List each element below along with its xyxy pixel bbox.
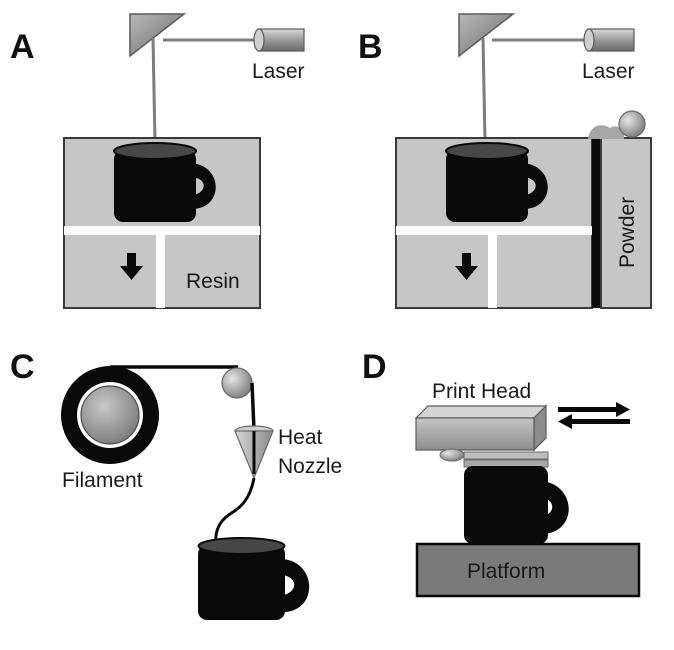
- panel-a-letter: A: [10, 28, 35, 66]
- powder-divider: [592, 138, 601, 308]
- panel-c-letter: C: [10, 348, 35, 386]
- panel-d: D Print Head Platform: [362, 348, 641, 598]
- panel-a: A Laser Resin: [10, 13, 305, 309]
- build-platform: [156, 234, 165, 308]
- laser-emitter-icon: [253, 28, 265, 52]
- guide-pulley-icon: [221, 367, 253, 399]
- mirror-icon: [458, 13, 516, 58]
- print-head-label: Print Head: [432, 380, 531, 403]
- build-platform: [488, 234, 497, 308]
- panel-b-letter: B: [358, 28, 383, 66]
- heat-nozzle-icon: [234, 425, 274, 480]
- roller-icon: [618, 110, 646, 138]
- panel-b: B Laser Powder: [358, 13, 652, 309]
- platform-label: Platform: [467, 560, 545, 583]
- right-arrow-icon: [558, 402, 630, 417]
- panel-d-letter: D: [362, 348, 387, 386]
- mug-icon: [113, 142, 216, 222]
- down-arrow-icon: [120, 253, 143, 280]
- down-arrow-icon: [455, 253, 478, 280]
- laser-emitter-icon: [587, 28, 635, 52]
- powder-pile: [588, 125, 624, 139]
- mug-icon: [197, 537, 310, 620]
- mug-icon: [445, 142, 548, 222]
- nozzle-label: Nozzle: [278, 455, 342, 478]
- mug-icon: [464, 466, 569, 544]
- build-platform: [396, 226, 592, 235]
- filament-label: Filament: [62, 469, 143, 492]
- filament-spool-icon: [80, 385, 140, 445]
- extruded-filament: [214, 477, 256, 553]
- laser-beam: [151, 37, 157, 143]
- heat-label: Heat: [278, 426, 323, 449]
- deposited-layer: [463, 459, 549, 468]
- laser-emitter-icon: [257, 28, 305, 52]
- left-arrow-icon: [558, 414, 630, 429]
- deposited-layer: [463, 451, 549, 460]
- panel-c: C Filament Heat Nozzle: [10, 348, 342, 620]
- laser-label: Laser: [252, 60, 305, 83]
- build-platform: [64, 226, 260, 235]
- mirror-icon: [129, 13, 187, 58]
- laser-beam: [481, 37, 487, 143]
- platform: [415, 542, 641, 598]
- resin-label: Resin: [186, 270, 240, 293]
- filament-line: [250, 382, 256, 431]
- powder-label: Powder: [616, 197, 639, 268]
- print-head-icon: [414, 404, 548, 462]
- laser-emitter-icon: [583, 28, 595, 52]
- powder-reservoir: [600, 137, 652, 309]
- laser-label: Laser: [582, 60, 635, 83]
